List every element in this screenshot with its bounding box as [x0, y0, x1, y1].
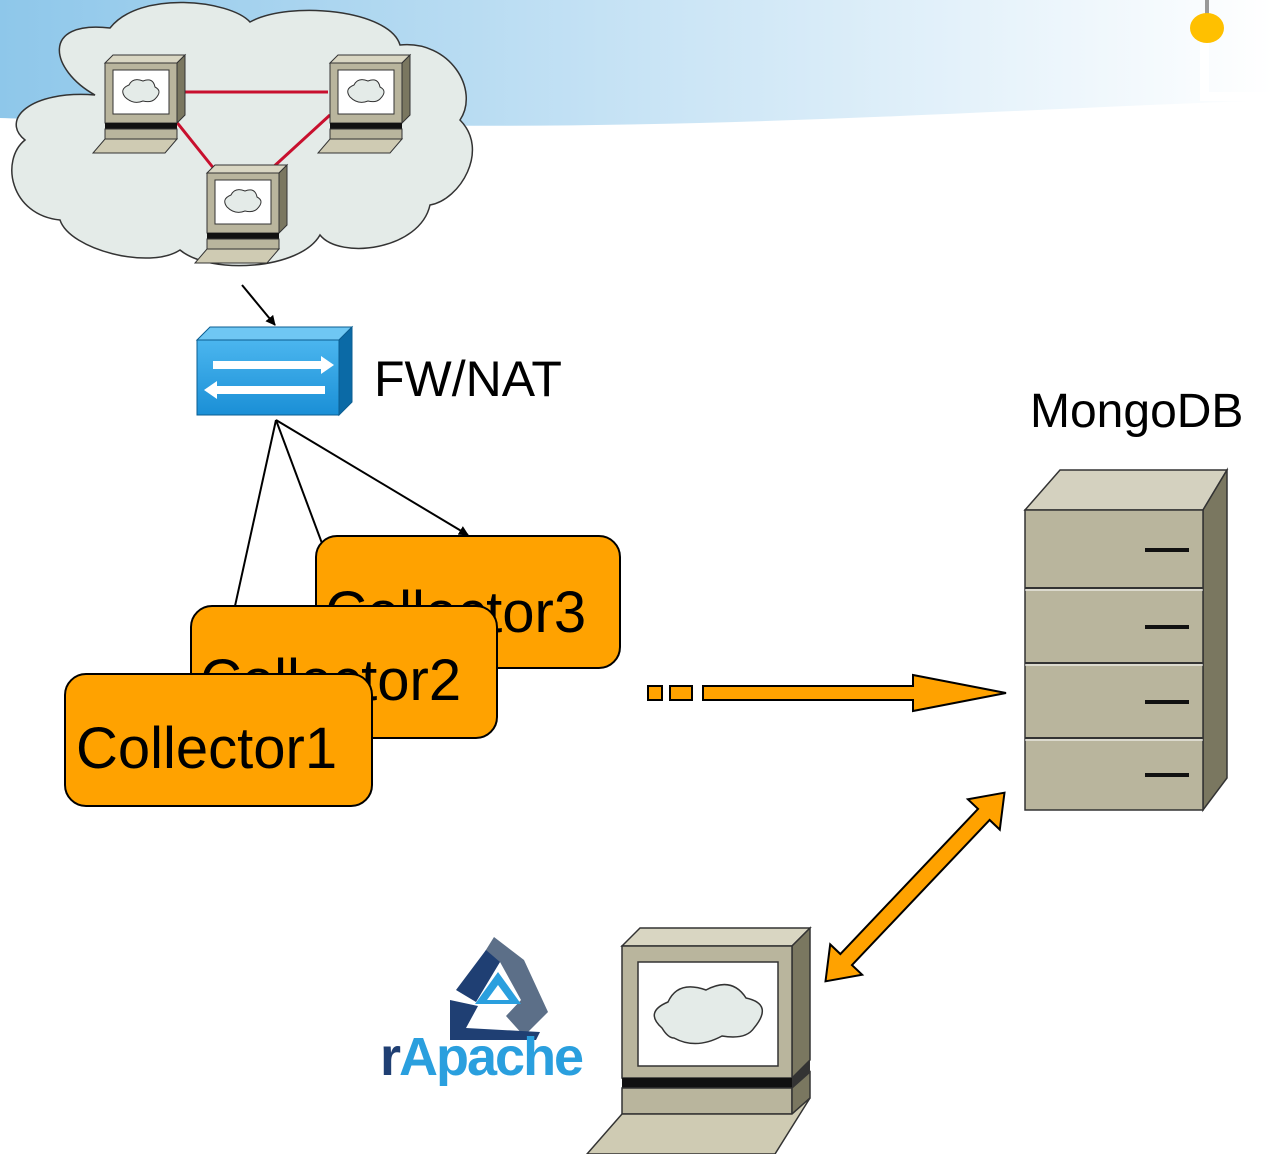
collector1-box: Collector1: [64, 673, 373, 807]
rapache-logo-text: rApache: [380, 1027, 584, 1087]
client-workstation-icon: [586, 926, 812, 1154]
firewall-label: FW/NAT: [374, 351, 562, 407]
firewall-to-collector3-arrow: [275, 419, 469, 536]
rapache-logo-text-r: r: [380, 1027, 401, 1087]
rapache-logo-text-rest: Apache: [399, 1027, 584, 1087]
firewall-switch-icon: [195, 325, 354, 417]
workstation-icon: [317, 54, 411, 154]
collector1-label: Collector1: [76, 716, 338, 781]
database-server-icon: [1023, 467, 1229, 813]
db-client-bidirectional-arrow: [824, 791, 1006, 983]
workstation-icon: [194, 164, 288, 264]
database-label: MongoDB: [1030, 385, 1244, 438]
cloud-to-firewall-arrow: [241, 284, 276, 326]
corner-ornament: [1190, 0, 1273, 101]
collectors-to-db-arrow: [647, 673, 1007, 713]
workstation-icon: [92, 54, 186, 154]
rapache-logo-text-value: rApache: [380, 1027, 584, 1087]
rapache-logo-icon: [450, 937, 548, 1040]
network-cloud-icon: [11, 1, 473, 267]
